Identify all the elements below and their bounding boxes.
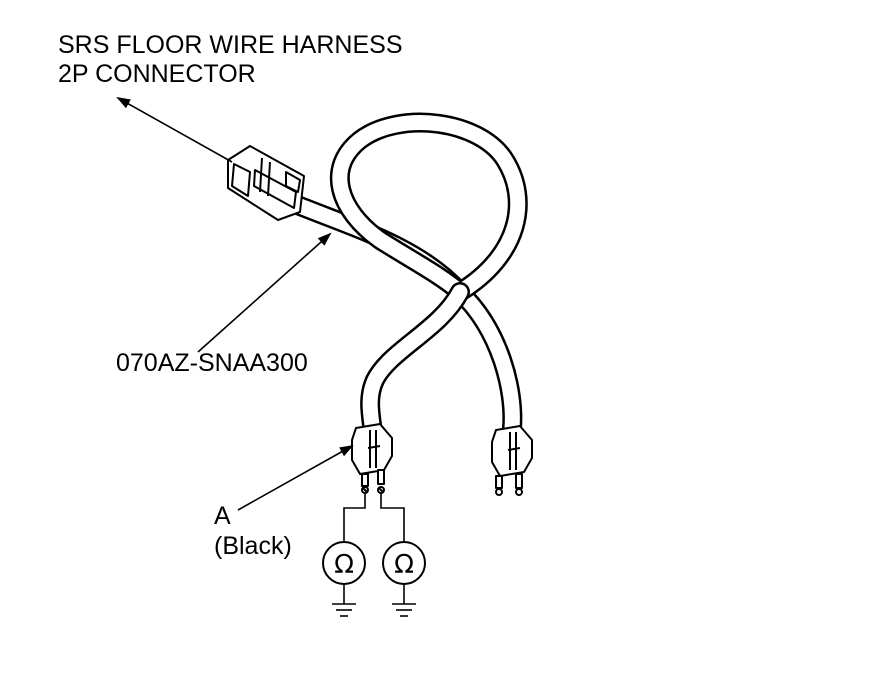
ohmmeter-icon: Ω bbox=[382, 541, 426, 585]
harness-cable bbox=[290, 112, 528, 438]
ground-icon bbox=[392, 603, 416, 617]
connector-a-black bbox=[351, 423, 393, 494]
harness-label-line2: 2P CONNECTOR bbox=[58, 60, 256, 88]
ground-icon bbox=[332, 603, 356, 617]
callout-a-color-label: (Black) bbox=[214, 532, 292, 560]
meter-leads bbox=[343, 493, 405, 604]
ohmmeter-icon: Ω bbox=[322, 541, 366, 585]
harness-leader-arrow bbox=[116, 97, 233, 163]
callout-a-label: A bbox=[214, 502, 231, 530]
ohm-symbol: Ω bbox=[334, 550, 354, 580]
harness-label-line1: SRS FLOOR WIRE HARNESS bbox=[58, 31, 403, 59]
ohm-symbol: Ω bbox=[394, 550, 414, 580]
connector-a-leader-arrow bbox=[237, 445, 354, 511]
leader-lines bbox=[116, 97, 354, 511]
part-number-label: 070AZ-SNAA300 bbox=[116, 349, 308, 377]
part-number-leader-arrow bbox=[197, 232, 332, 353]
connector-b bbox=[491, 425, 533, 496]
srs-2p-connector bbox=[227, 145, 305, 221]
